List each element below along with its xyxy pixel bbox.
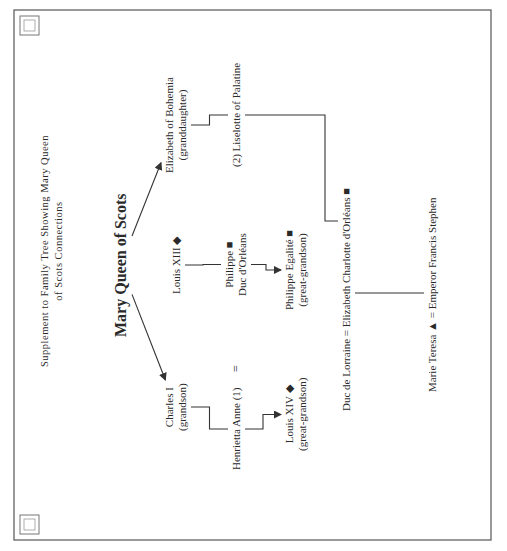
person-entry: Philippe Egalité ■(great-grandson) <box>281 227 311 313</box>
person-name: Philippe ■ <box>223 233 236 296</box>
lineage-line <box>245 115 338 221</box>
person-name: Henrietta Anne (1) <box>230 388 243 470</box>
person-entry: Henrietta Anne (1) <box>228 385 245 473</box>
lineage-line <box>355 292 424 293</box>
person-entry: Duc de Lorraine = Elizabeth Charlotte d'… <box>338 185 355 414</box>
person-name: (2) Liselotte of Palatine <box>230 63 243 167</box>
person-entry: Marie Teresa ▲ = Emperor Francis Stephen <box>424 194 441 395</box>
marriage-sign: = <box>229 365 244 372</box>
person-name: Louis XIII ◆ <box>170 237 183 295</box>
person-entry: Philippe ■Duc d'Orléans <box>221 230 251 299</box>
person-entry: (2) Liselotte of Palatine <box>228 60 245 170</box>
corner-ornament <box>20 16 39 35</box>
relation-note: (granddaughter) <box>176 77 189 173</box>
person-entry: Mary Queen of Scots <box>109 190 132 340</box>
lineage-line <box>132 294 165 380</box>
corner-ornament <box>20 515 39 534</box>
person-entry: Elizabeth of Bohemia(granddaughter) <box>161 74 191 176</box>
person-name: Marie Teresa ▲ = Emperor Francis Stephen <box>426 197 439 392</box>
relation-note: (grandson) <box>176 383 189 431</box>
person-name: Louis XIV ◆ <box>283 378 296 451</box>
lineage-line <box>191 407 228 429</box>
lineage-line <box>185 264 221 266</box>
person-name: Mary Queen of Scots <box>111 193 130 337</box>
relation-note: (great-grandson) <box>296 378 309 451</box>
relation-note: (great-grandson) <box>296 230 309 310</box>
lineage-line <box>191 115 228 125</box>
person-name: Philippe Egalité ■ <box>283 230 296 310</box>
person-name: Elizabeth of Bohemia <box>163 77 176 173</box>
lineage-line <box>251 265 281 271</box>
person-entry: Charles I(grandson) <box>161 380 191 434</box>
person-entry: Louis XIII ◆ <box>168 234 185 298</box>
frame-border <box>14 10 491 540</box>
lineage-line <box>132 163 161 236</box>
diagram-title: Supplement to Family Tree Showing Mary Q… <box>38 131 66 371</box>
relation-note: Duc d'Orléans <box>236 233 249 296</box>
person-name: Charles I <box>163 383 176 431</box>
person-name: Duc de Lorraine = Elizabeth Charlotte d'… <box>340 188 353 411</box>
person-entry: Louis XIV ◆(great-grandson) <box>281 375 311 454</box>
lineage-line <box>245 415 281 430</box>
